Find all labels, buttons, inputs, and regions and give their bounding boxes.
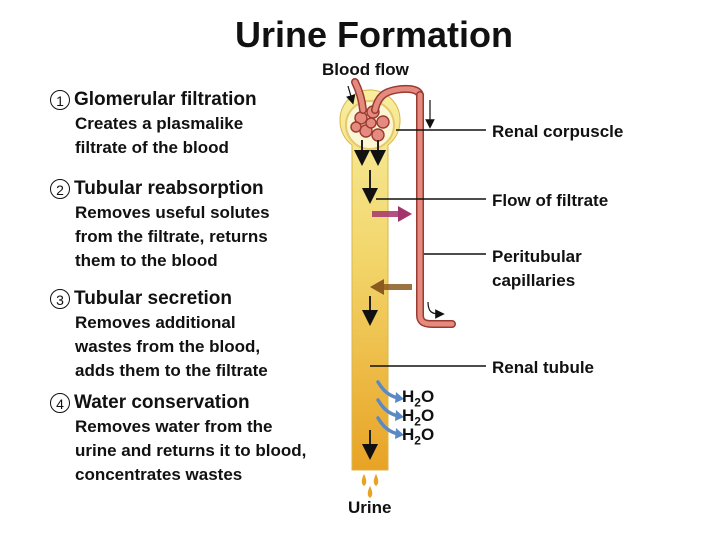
urine-drops bbox=[361, 474, 379, 498]
step-tubular-secretion: 3 Tubular secretion Removes additional w… bbox=[50, 287, 268, 383]
glomerulus bbox=[350, 105, 390, 142]
step-description: Removes useful solutes from the filtrate… bbox=[75, 201, 270, 273]
step-description-line: adds them to the filtrate bbox=[75, 361, 268, 380]
blood-flow-label: Blood flow bbox=[322, 60, 409, 79]
step-tubular-reabsorption: 2 Tubular reabsorption Removes useful so… bbox=[50, 177, 270, 273]
renal-tubule-label: Renal tubule bbox=[492, 358, 595, 377]
step-number: 4 bbox=[50, 393, 70, 413]
leader-lines bbox=[370, 129, 486, 367]
step-description-line: from the filtrate, returns bbox=[75, 227, 268, 246]
page-title: Urine Formation bbox=[234, 14, 513, 55]
water-label: H2O bbox=[402, 387, 435, 410]
water-label: H2O bbox=[402, 406, 435, 429]
water-label: H2O bbox=[402, 425, 435, 448]
renal-corpuscle-label: Renal corpuscle bbox=[492, 122, 624, 141]
step-description-line: urine and returns it to blood, bbox=[75, 441, 307, 460]
blood-flow-arrow bbox=[346, 85, 356, 105]
urine-label: Urine bbox=[348, 498, 392, 517]
blood-flow-arrow bbox=[427, 301, 445, 319]
step-number: 2 bbox=[50, 179, 70, 199]
reabsorption-arrow bbox=[372, 206, 412, 222]
step-water-conservation: 4 Water conservation Removes water from … bbox=[50, 391, 306, 487]
step-description-line: Creates a plasmalike bbox=[75, 114, 244, 133]
step-description-line: Removes useful solutes bbox=[75, 203, 270, 222]
filtrate-flow-arrows bbox=[354, 140, 386, 460]
peritubular-label-line2: capillaries bbox=[492, 271, 576, 290]
peritubular-label-line1: Peritubular bbox=[492, 247, 582, 266]
step-heading: Water conservation bbox=[74, 392, 250, 413]
step-description-line: Removes additional bbox=[75, 313, 236, 332]
step-glomerular-filtration: 1 Glomerular filtration Creates a plasma… bbox=[50, 88, 257, 160]
step-description: Removes additional wastes from the blood… bbox=[75, 311, 268, 383]
step-description-line: them to the blood bbox=[75, 251, 218, 270]
step-description-line: wastes from the blood, bbox=[75, 337, 261, 356]
step-heading: Tubular reabsorption bbox=[74, 178, 264, 199]
secretion-arrow bbox=[370, 279, 412, 295]
step-number: 1 bbox=[50, 90, 70, 110]
step-description: Removes water from the urine and returns… bbox=[75, 415, 306, 487]
step-heading: Glomerular filtration bbox=[74, 89, 257, 110]
step-number: 3 bbox=[50, 289, 70, 309]
step-description: Creates a plasmalike filtrate of the blo… bbox=[75, 112, 257, 160]
step-description-line: Removes water from the bbox=[75, 417, 273, 436]
flow-of-filtrate-label: Flow of filtrate bbox=[492, 191, 609, 210]
step-heading: Tubular secretion bbox=[74, 288, 233, 309]
step-description-line: concentrates wastes bbox=[75, 465, 243, 484]
water-arrowheads bbox=[395, 392, 404, 439]
step-description-line: filtrate of the blood bbox=[75, 138, 229, 157]
